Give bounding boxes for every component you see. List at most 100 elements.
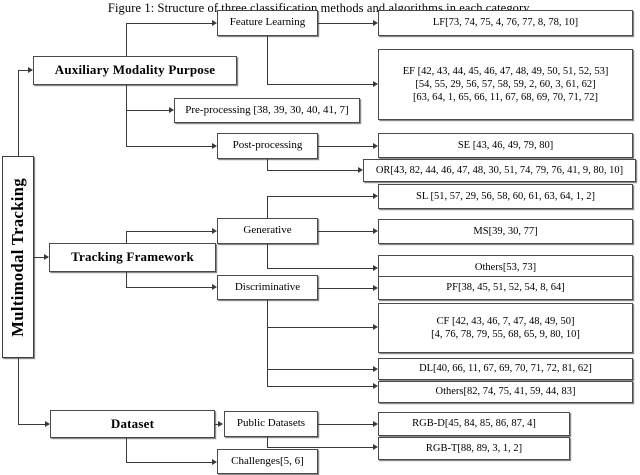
arrow-tracking-to-generative bbox=[212, 227, 217, 234]
arrow-discriminative-to-dl bbox=[373, 365, 378, 372]
arrow-feature-learning-to-lf bbox=[373, 19, 378, 26]
leaf-se[interactable]: SE [43, 46, 49, 79, 80] bbox=[378, 133, 633, 158]
node-pre-processing-label: Pre-processing [38, 39, 30, 40, 41, 7] bbox=[185, 103, 349, 116]
leaf-rgbd[interactable]: RGB-D[45, 84, 85, 86, 87, 4] bbox=[378, 412, 570, 436]
node-challenges[interactable]: Challenges[5, 6] bbox=[217, 449, 318, 474]
node-post-processing-label: Post-processing bbox=[232, 139, 303, 152]
leaf-lf-label: LF[73, 74, 75, 4, 76, 77, 8, 78, 10] bbox=[432, 17, 579, 29]
connector-feature-learning-to-ef bbox=[267, 84, 376, 85]
connector-generative-to-ms bbox=[318, 231, 376, 232]
connector-tracking-to-discriminative bbox=[126, 287, 215, 288]
leaf-pf[interactable]: PF[38, 45, 51, 52, 54, 8, 64] bbox=[378, 276, 633, 300]
arrow-discriminative-to-pf bbox=[373, 284, 378, 291]
leaf-ef-line-3: [63, 64, 1, 65, 66, 11, 67, 68, 69, 70, … bbox=[412, 92, 599, 104]
leaf-rgbd-label: RGB-D[45, 84, 85, 86, 87, 4] bbox=[412, 418, 536, 430]
leaf-rgbt[interactable]: RGB-T[88, 89, 3, 1, 2] bbox=[378, 437, 570, 460]
node-challenges-label: Challenges[5, 6] bbox=[231, 454, 304, 467]
connector-root-to-auxiliary bbox=[17, 70, 32, 71]
arrow-auxiliary-to-post-processing bbox=[212, 142, 217, 149]
leaf-ms-label: MS[39, 30, 77] bbox=[473, 225, 538, 237]
connector-generative-spine-down bbox=[267, 244, 268, 268]
node-discriminative[interactable]: Discriminative bbox=[217, 275, 318, 300]
leaf-or[interactable]: OR[43, 82, 44, 46, 47, 48, 30, 51, 74, 7… bbox=[363, 159, 636, 182]
leaf-cf-line-2: [4, 76, 78, 79, 55, 68, 65, 9, 80, 10] bbox=[431, 329, 580, 340]
leaf-pf-label: PF[38, 45, 51, 52, 54, 8, 64] bbox=[446, 282, 565, 294]
connector-dataset-spine-down bbox=[126, 438, 127, 462]
node-multimodal-tracking[interactable]: Multimodal Tracking bbox=[2, 156, 34, 358]
node-public-datasets-label: Public Datasets bbox=[236, 417, 306, 430]
connector-public-datasets-to-rgbt bbox=[267, 447, 376, 448]
leaf-rgbt-label: RGB-T[88, 89, 3, 1, 2] bbox=[425, 442, 523, 454]
arrow-root-to-auxiliary bbox=[28, 66, 33, 73]
node-discriminative-label: Discriminative bbox=[234, 280, 301, 293]
connector-auxiliary-to-feature-learning bbox=[126, 23, 215, 24]
connector-tracking-spine-up bbox=[126, 231, 127, 243]
connector-post-processing-to-se bbox=[318, 146, 376, 147]
connector-tracking-spine-down bbox=[126, 272, 127, 287]
leaf-sl-label: SL [51, 57, 29, 56, 58, 60, 61, 63, 64, … bbox=[416, 190, 595, 202]
connector-dataset-to-challenges bbox=[126, 462, 215, 463]
connector-auxiliary-spine-up bbox=[126, 23, 127, 56]
arrow-tracking-to-discriminative bbox=[212, 283, 217, 290]
leaf-others-discriminative-label: Others[82, 74, 75, 41, 59, 44, 83] bbox=[435, 386, 576, 398]
node-multimodal-tracking-label: Multimodal Tracking bbox=[8, 177, 27, 337]
connector-auxiliary-to-post-processing bbox=[126, 146, 215, 147]
node-dataset[interactable]: Dataset bbox=[50, 410, 215, 438]
leaf-others-generative-label: Others[53, 73] bbox=[474, 261, 537, 273]
arrow-public-datasets-to-rgbt bbox=[373, 443, 378, 450]
connector-root-spine-down bbox=[17, 358, 19, 424]
connector-generative-spine-up bbox=[267, 196, 268, 218]
connector-discriminative-to-cf bbox=[267, 327, 376, 328]
node-generative[interactable]: Generative bbox=[217, 218, 318, 244]
arrow-generative-to-sl bbox=[373, 192, 378, 199]
arrow-root-to-tracking bbox=[44, 253, 49, 260]
leaf-se-label: SE [43, 46, 49, 79, 80] bbox=[457, 139, 554, 151]
connector-generative-to-sl bbox=[267, 196, 376, 197]
arrow-post-processing-to-se bbox=[373, 142, 378, 149]
node-post-processing[interactable]: Post-processing bbox=[217, 133, 318, 159]
leaf-or-label: OR[43, 82, 44, 46, 47, 48, 30, 51, 74, 7… bbox=[375, 164, 624, 176]
arrow-dataset-to-public-datasets bbox=[218, 420, 223, 427]
arrow-dataset-to-challenges bbox=[212, 458, 217, 465]
connector-discriminative-to-others bbox=[267, 386, 376, 387]
leaf-cf-line-1: CF [42, 43, 46, 7, 47, 48, 49, 50] bbox=[436, 315, 575, 327]
arrow-feature-learning-to-ef bbox=[373, 80, 378, 87]
connector-post-processing-to-or bbox=[267, 170, 361, 171]
leaf-others-discriminative[interactable]: Others[82, 74, 75, 41, 59, 44, 83] bbox=[378, 381, 633, 403]
connector-post-processing-drop bbox=[267, 159, 268, 170]
node-pre-processing[interactable]: Pre-processing [38, 39, 30, 40, 41, 7] bbox=[174, 98, 360, 123]
arrow-public-datasets-to-rgbd bbox=[373, 420, 378, 427]
connector-feature-learning-drop bbox=[267, 36, 268, 84]
node-tracking-framework-label: Tracking Framework bbox=[71, 249, 194, 265]
arrow-generative-to-others bbox=[373, 264, 378, 271]
connector-tracking-to-generative bbox=[126, 231, 215, 232]
node-public-datasets[interactable]: Public Datasets bbox=[224, 411, 318, 437]
node-dataset-label: Dataset bbox=[110, 415, 155, 431]
connector-auxiliary-to-pre-processing bbox=[126, 110, 172, 111]
leaf-sl[interactable]: SL [51, 57, 29, 56, 58, 60, 61, 63, 64, … bbox=[378, 184, 633, 209]
leaf-ef[interactable]: EF [42, 43, 44, 45, 46, 47, 48, 49, 50, … bbox=[378, 49, 633, 120]
arrow-generative-to-ms bbox=[373, 227, 378, 234]
leaf-dl[interactable]: DL[40, 66, 11, 67, 69, 70, 71, 72, 81, 6… bbox=[378, 358, 633, 380]
leaf-ef-line-1: EF [42, 43, 44, 45, 46, 47, 48, 49, 50, … bbox=[402, 65, 609, 77]
connector-public-datasets-to-rgbd bbox=[318, 424, 376, 425]
leaf-lf[interactable]: LF[73, 74, 75, 4, 76, 77, 8, 78, 10] bbox=[378, 10, 633, 36]
leaf-cf[interactable]: CF [42, 43, 46, 7, 47, 48, 49, 50] [4, 7… bbox=[378, 303, 633, 353]
arrow-root-to-dataset bbox=[45, 420, 50, 427]
leaf-ms[interactable]: MS[39, 30, 77] bbox=[378, 219, 633, 244]
node-auxiliary-modality-purpose[interactable]: Auxiliary Modality Purpose bbox=[33, 56, 237, 85]
node-feature-learning[interactable]: Feature Learning bbox=[217, 10, 318, 36]
connector-discriminative-spine bbox=[267, 300, 268, 386]
connector-public-datasets-drop bbox=[267, 437, 268, 447]
connector-root-spine-up bbox=[17, 70, 19, 156]
node-feature-learning-label: Feature Learning bbox=[229, 16, 306, 29]
connector-root-to-dataset bbox=[17, 424, 49, 425]
node-tracking-framework[interactable]: Tracking Framework bbox=[49, 243, 216, 272]
arrow-discriminative-to-others bbox=[373, 382, 378, 389]
arrow-post-processing-to-or bbox=[358, 166, 363, 173]
leaf-ef-line-2: [54, 55, 29, 56, 57, 58, 59, 2, 60, 3, 6… bbox=[415, 78, 596, 90]
connector-discriminative-to-dl bbox=[267, 369, 376, 370]
connector-feature-learning-to-lf bbox=[318, 23, 376, 24]
node-generative-label: Generative bbox=[243, 224, 292, 237]
